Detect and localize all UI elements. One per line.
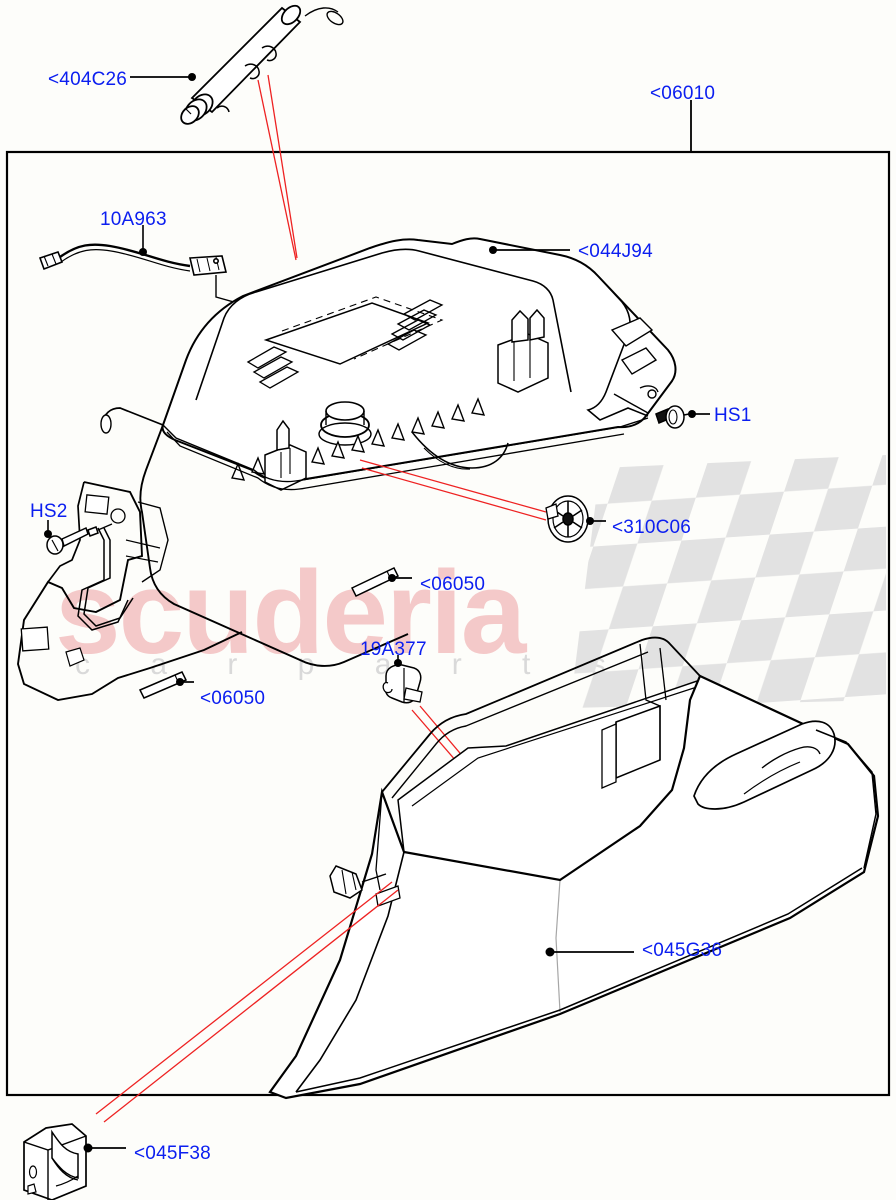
callout-06010[interactable]: <06010	[650, 83, 716, 104]
part-044j94-housing	[100, 237, 677, 667]
callout-044j94[interactable]: <044J94	[578, 241, 653, 262]
part-045f38-insert	[23, 1123, 126, 1200]
callout-045g36[interactable]: <045G36	[642, 940, 723, 961]
leader-045g36	[545, 947, 634, 957]
leader-404c26	[130, 73, 196, 81]
callout-hs2[interactable]: HS2	[30, 501, 68, 522]
part-06050-pin-upper	[350, 567, 412, 597]
part-lower-left-bracket	[17, 481, 243, 701]
watermark-main: scuderia	[55, 547, 526, 679]
assembly-frame-06010	[5, 100, 891, 1097]
callout-19a377[interactable]: 19A377	[360, 639, 427, 660]
part-06050-pin-lower	[138, 671, 194, 699]
locator-lines-045f38	[95, 881, 399, 1123]
part-hs1-screw	[613, 393, 696, 429]
leader-10a963	[139, 225, 147, 256]
leader-hs2	[44, 520, 52, 538]
part-045g36-door	[268, 636, 880, 1100]
part-hs2-screw	[46, 523, 113, 555]
callout-10a963[interactable]: 10A963	[100, 209, 167, 230]
locator-lines-404c26	[257, 74, 298, 261]
part-19a377-damper	[382, 655, 423, 704]
callout-045f38[interactable]: <045F38	[134, 1143, 211, 1164]
leader-044j94	[489, 246, 570, 254]
watermark-checkered-flag	[570, 455, 886, 708]
part-404c26-tube	[180, 4, 344, 125]
callout-404c26[interactable]: <404C26	[48, 69, 128, 90]
part-310c06-lock	[545, 495, 594, 543]
callout-hs1[interactable]: HS1	[714, 405, 752, 426]
part-10a963-harness	[38, 243, 263, 311]
callout-310c06[interactable]: <310C06	[612, 517, 692, 538]
locator-lines-310c06	[359, 459, 547, 521]
callout-06050-lower[interactable]: <06050	[200, 688, 266, 709]
callout-06050-upper[interactable]: <06050	[420, 574, 486, 595]
